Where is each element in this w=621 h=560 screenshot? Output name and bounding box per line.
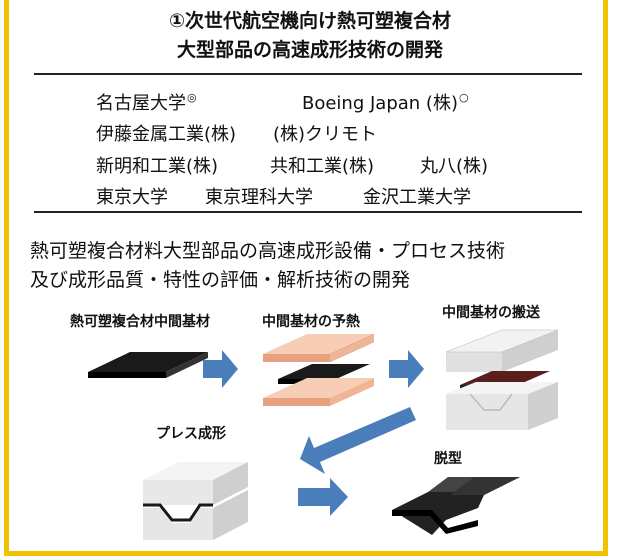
step2-label: 中間基材の予熱 [262, 314, 360, 330]
card-border-left [4, 0, 9, 556]
org-ito-kinzoku: 伊藤金属工業(株) [96, 124, 237, 145]
divider-top [34, 73, 582, 75]
step1-sheet-illustration [88, 352, 208, 378]
org-kyowa-kogyo: 共和工業(株) [270, 156, 375, 177]
step3-label: 中間基材の搬送 [442, 305, 540, 321]
step3-transfer-illustration [445, 329, 559, 430]
divider-bottom [34, 211, 582, 213]
org-maruhachi: 丸八(株) [420, 156, 489, 177]
org-university-of-tokyo: 東京大学 [96, 187, 168, 208]
step2-preheat-illustration [263, 334, 374, 406]
lead-mark: ◎ [187, 91, 197, 104]
step5-label: 脱型 [434, 451, 462, 467]
description-line-1: 熱可塑複合材料大型部品の高速成形設備・プロセス技術 [30, 240, 506, 262]
description-line-2: 及び成形品質・特性の評価・解析技術の開発 [30, 269, 411, 291]
arrow-right-3 [298, 478, 348, 516]
card-border-bottom [4, 551, 608, 556]
step4-label: プレス成形 [156, 426, 226, 442]
org-boeing-japan: Boeing Japan (株)○ [302, 91, 469, 114]
org-nagoya-university: 名古屋大学◎ [96, 91, 197, 114]
arrow-diagonal [300, 407, 416, 474]
step4-press-illustration [143, 462, 248, 540]
org-tokyo-university-of-science: 東京理科大学 [205, 187, 313, 208]
org-kurimoto: (株)クリモト [273, 124, 378, 145]
card-border-right [603, 0, 608, 556]
org-kanazawa-institute-of-technology: 金沢工業大学 [363, 187, 471, 208]
title-line-1: ①次世代航空機向け熱可塑複合材 [168, 10, 452, 32]
sub-lead-mark: ○ [458, 91, 469, 104]
step1-label: 熱可塑複合材中間基材 [70, 314, 210, 330]
step5-demold-illustration [392, 477, 520, 535]
title-line-2: 大型部品の高速成形技術の開発 [176, 39, 443, 61]
arrow-right-1 [203, 350, 238, 388]
org-shinmaywa: 新明和工業(株) [96, 156, 219, 177]
arrow-right-2 [389, 350, 424, 388]
